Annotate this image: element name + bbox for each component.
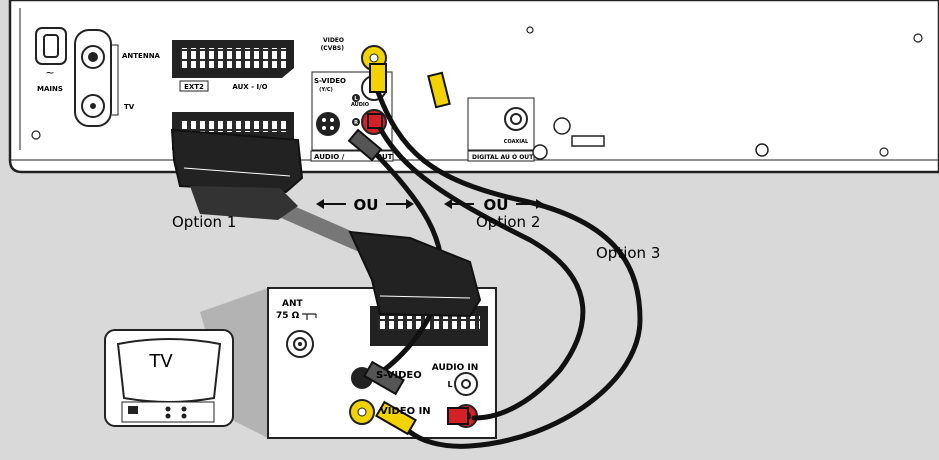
screw-icon	[526, 26, 534, 34]
rca-plug-red	[367, 113, 383, 129]
screw-icon	[532, 144, 548, 160]
rca-plug-yellow-tv	[375, 400, 417, 436]
svideo-tv-label: S-VIDEO	[376, 370, 422, 381]
scart-plug-recorder	[170, 128, 304, 220]
audio-video-out-label-a: AUDIO /	[314, 153, 345, 161]
audio-in-label: AUDIO IN	[432, 363, 478, 373]
audio-video-out-label-b: OUT	[376, 153, 393, 161]
ohm-label: 75 Ω	[276, 311, 300, 321]
svideo-label-1: S-VIDEO	[314, 77, 346, 85]
vent-slot	[571, 135, 605, 147]
recorder-rear-panel: ~ MAINS ANTENNA TV EXT2 AUX - I/O O	[8, 0, 939, 174]
digital-audio-out-label-b: O OUT	[512, 154, 534, 161]
audio-label: AUDIO	[351, 102, 369, 108]
screw-icon	[31, 130, 41, 140]
tv-icon: TV	[104, 329, 234, 427]
ant-label: ANT	[282, 299, 303, 309]
rca-plug-yellow	[369, 63, 451, 109]
coaxial-label: COAXIAL	[504, 139, 529, 145]
audio-l-label: L	[354, 96, 358, 102]
mains-socket: ~ MAINS	[35, 27, 67, 93]
ou-label-2: OU	[484, 196, 509, 214]
audio-r-label: R	[354, 120, 358, 126]
svideo-plug-tv	[363, 360, 405, 396]
screw-icon	[553, 117, 571, 135]
svideo-plug-recorder	[347, 128, 383, 162]
option-2-label: Option 2	[476, 213, 540, 231]
video-cvbs-label-1: VIDEO	[323, 37, 344, 44]
tv-label: TV	[148, 351, 173, 372]
mains-label: MAINS	[37, 85, 63, 93]
svideo-label-2: (Y/C)	[319, 87, 333, 93]
aux-io-label: AUX - I/O	[232, 83, 267, 91]
video-in-label: VIDEO IN	[380, 406, 431, 417]
coaxial-block: COAXIAL DIGITAL AU O OUT	[467, 97, 535, 162]
screw-icon	[913, 33, 923, 43]
video-cvbs-label-2: (CVBS)	[321, 45, 345, 52]
screw-icon	[879, 147, 889, 157]
ext2-label: EXT2	[184, 83, 204, 91]
rca-plug-red-tv	[447, 407, 469, 425]
screw-icon	[755, 143, 769, 157]
ou-arrow-1: OU	[316, 196, 414, 214]
option-1-label: Option 1	[172, 213, 236, 231]
antenna-block: ANTENNA TV	[74, 29, 161, 127]
option-3-label: Option 3	[596, 244, 660, 262]
ou-arrow-2: OU	[444, 196, 544, 214]
svg-text:~: ~	[45, 66, 54, 79]
ou-label-1: OU	[354, 196, 379, 214]
ext2-scart-socket: EXT2 AUX - I/O	[172, 40, 294, 92]
antenna-label: ANTENNA	[122, 52, 161, 60]
digital-audio-out-label-a: DIGITAL AU	[472, 154, 510, 161]
scart-plug-tv	[348, 230, 482, 318]
tv-antenna-label: TV	[124, 103, 135, 111]
audio-in-l-label: L	[447, 380, 452, 389]
